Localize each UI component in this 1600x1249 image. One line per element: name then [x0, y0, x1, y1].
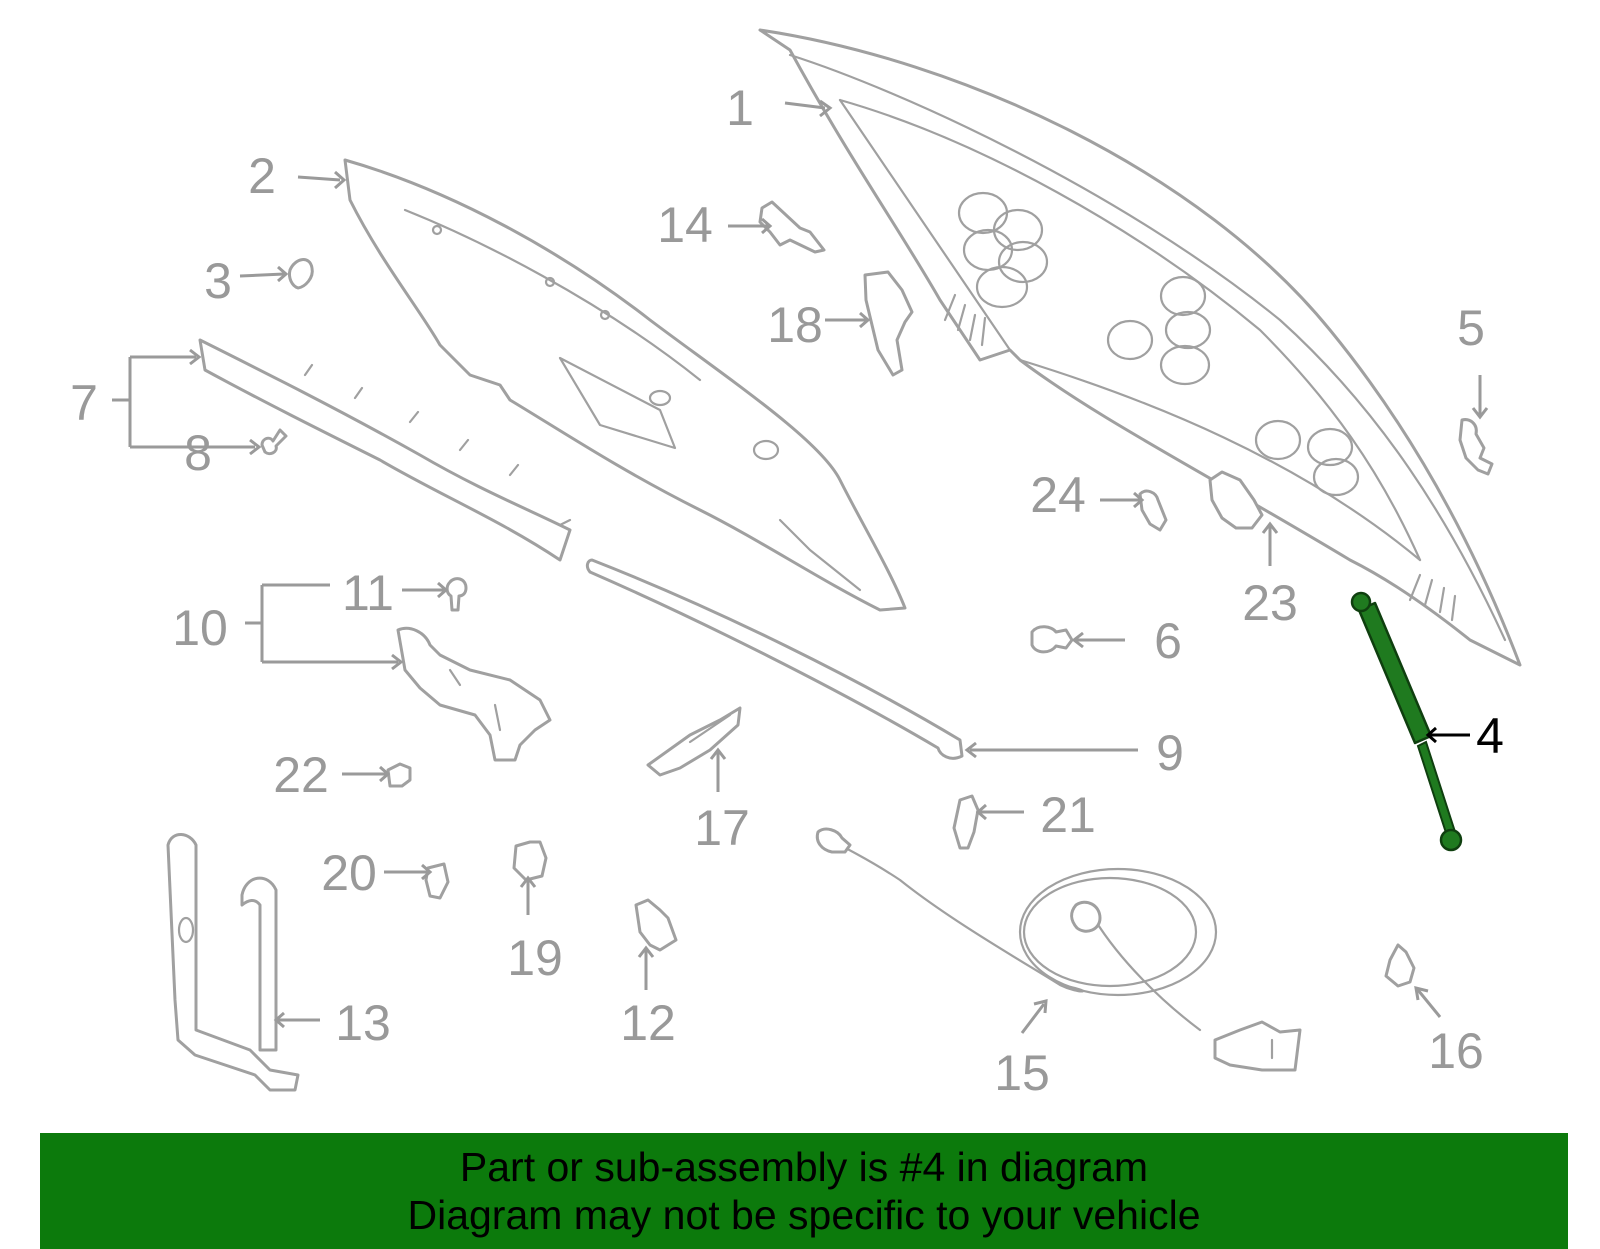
leader-16-head [1414, 985, 1429, 1001]
part-11-bolt[interactable] [445, 577, 468, 612]
callout-4[interactable]: 4 [1476, 708, 1504, 764]
part-13-prop-rod[interactable] [166, 833, 300, 1092]
leader-2 [297, 175, 341, 182]
part-4-rod[interactable] [1416, 740, 1458, 841]
leader-12-head [637, 945, 655, 958]
callout-17[interactable]: 17 [694, 800, 750, 856]
callout-8[interactable]: 8 [184, 425, 212, 481]
leader-5-head [1471, 407, 1489, 420]
leader-lines [112, 99, 1489, 1034]
leader-9-head [964, 741, 977, 759]
leader-4-head [1425, 726, 1437, 744]
callout-13[interactable]: 13 [335, 995, 391, 1051]
leader-7-bracket [112, 355, 255, 449]
part-4-end-fitting-bottom[interactable] [1439, 828, 1463, 852]
part-15-cable[interactable] [815, 827, 1302, 1072]
leader-8-head [249, 438, 262, 456]
leader-3-head [277, 265, 289, 283]
part-22-nut[interactable] [386, 762, 412, 788]
callout-19[interactable]: 19 [507, 930, 563, 986]
part-9-weatherstrip[interactable] [585, 558, 964, 760]
part-4-cylinder[interactable] [1357, 601, 1433, 745]
callout-10[interactable]: 10 [172, 600, 228, 656]
callout-21[interactable]: 21 [1040, 787, 1096, 843]
part-17-bracket[interactable] [646, 706, 742, 777]
part-20-clip[interactable] [424, 862, 450, 900]
leader-2-head [334, 170, 347, 190]
leader-10-head [391, 653, 404, 671]
part-16-fastener[interactable] [1384, 943, 1416, 988]
callout-20[interactable]: 20 [321, 845, 377, 901]
part-8-clip[interactable] [260, 428, 288, 456]
part-24-clip[interactable] [1138, 489, 1168, 532]
part-4-end-fitting-top[interactable] [1350, 591, 1372, 613]
callout-16[interactable]: 16 [1428, 1023, 1484, 1079]
leader-15 [1020, 1003, 1046, 1034]
leader-24-head [1133, 491, 1145, 509]
callout-12[interactable]: 12 [620, 995, 676, 1051]
callout-24[interactable]: 24 [1030, 467, 1086, 523]
leader-16 [1416, 989, 1442, 1018]
banner-line-part: Part or sub-assembly is #4 in diagram [459, 1144, 1149, 1190]
leader-3 [239, 272, 285, 278]
callout-labels: 1 2 3 4 5 6 7 8 9 10 11 12 13 14 15 16 1… [70, 80, 1504, 1101]
part-4-lift-support[interactable] [1350, 591, 1463, 852]
callout-18[interactable]: 18 [767, 297, 823, 353]
leader-19-head [519, 875, 537, 888]
banner-line-disclaimer: Diagram may not be specific to your vehi… [407, 1192, 1201, 1238]
part-23-bumper[interactable] [1208, 470, 1264, 530]
leader-13-head [273, 1011, 285, 1029]
callout-5[interactable]: 5 [1457, 300, 1485, 356]
callout-15[interactable]: 15 [994, 1045, 1050, 1101]
callout-9[interactable]: 9 [1156, 725, 1184, 781]
leader-18-head [859, 311, 871, 329]
part-3-clip[interactable] [288, 258, 314, 290]
callout-14[interactable]: 14 [657, 197, 713, 253]
leader-11-head [437, 581, 449, 599]
part-6-clip[interactable] [1030, 625, 1074, 654]
part-21-clip[interactable] [952, 794, 980, 850]
part-10-latch[interactable] [396, 626, 552, 762]
callout-6[interactable]: 6 [1154, 613, 1182, 669]
leader-14-head [761, 217, 773, 235]
leader-15-head [1033, 999, 1048, 1014]
callout-22[interactable]: 22 [273, 747, 329, 803]
leader-21-head [975, 803, 987, 821]
part-1-hood[interactable] [758, 28, 1522, 667]
callout-2[interactable]: 2 [248, 148, 276, 204]
callout-23[interactable]: 23 [1242, 575, 1298, 631]
leader-22-head [379, 765, 391, 783]
leader-23-head [1261, 521, 1279, 534]
part-18-bumper[interactable] [863, 270, 914, 377]
part-12-clip[interactable] [634, 898, 678, 952]
callout-1[interactable]: 1 [726, 80, 754, 136]
leader-6-head [1071, 631, 1084, 649]
part-7-strip[interactable] [198, 338, 572, 562]
leader-20-head [421, 863, 433, 881]
leader-1 [784, 101, 826, 110]
callout-7[interactable]: 7 [70, 375, 98, 431]
leader-7-head [189, 348, 202, 366]
leader-1-head [819, 99, 833, 118]
callout-3[interactable]: 3 [204, 253, 232, 309]
leader-17-head [709, 747, 727, 760]
part-2-insulator[interactable] [343, 158, 907, 612]
part-5-fastener[interactable] [1458, 418, 1494, 476]
part-19-clip[interactable] [512, 840, 548, 882]
info-banner: Part or sub-assembly is #4 in diagram Di… [40, 1133, 1568, 1249]
callout-11[interactable]: 11 [342, 565, 394, 621]
leader-10-bracket [245, 583, 398, 664]
